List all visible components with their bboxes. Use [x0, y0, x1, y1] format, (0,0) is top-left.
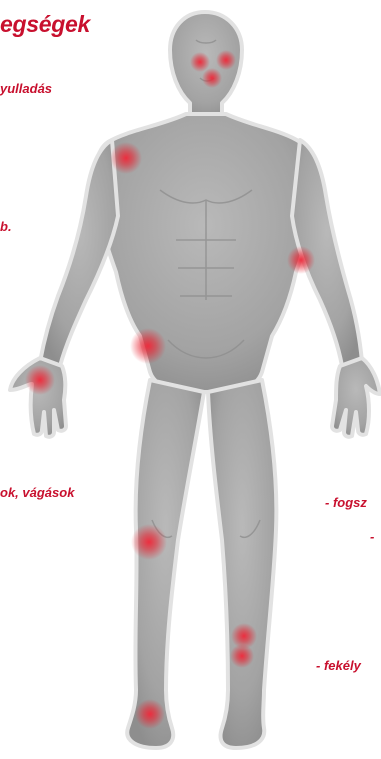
pain-point-marker-icon	[25, 365, 55, 395]
pain-point-marker-icon	[190, 52, 210, 72]
pain-point-marker-icon	[135, 699, 165, 729]
pain-point-marker-icon	[110, 142, 142, 174]
pain-point-marker-icon	[130, 328, 166, 364]
pain-point-marker-icon	[131, 524, 167, 560]
pain-point-marker-icon	[202, 68, 222, 88]
pain-point-marker-icon	[230, 644, 254, 668]
body-silhouette	[10, 12, 380, 748]
pain-point-marker-icon	[216, 50, 236, 70]
pain-point-marker-icon	[287, 246, 315, 274]
